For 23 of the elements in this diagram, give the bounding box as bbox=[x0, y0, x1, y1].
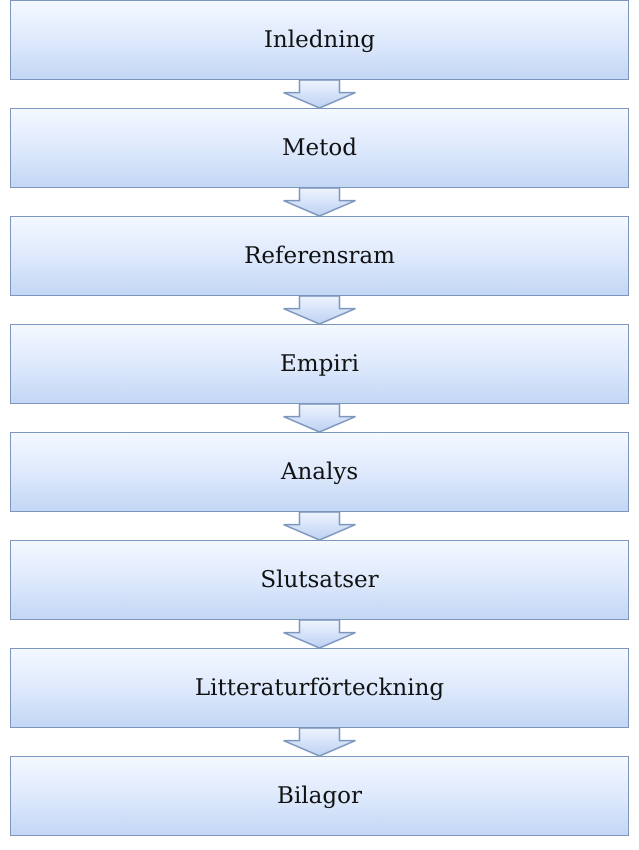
down-block-arrow bbox=[282, 187, 356, 217]
down-block-arrow bbox=[282, 511, 356, 541]
down-block-arrow bbox=[282, 79, 356, 109]
box-label: Referensram bbox=[244, 243, 395, 269]
process-box bbox=[10, 216, 629, 296]
process-box bbox=[10, 540, 629, 620]
box-label: Analys bbox=[280, 459, 358, 485]
down-block-arrow bbox=[282, 727, 356, 757]
process-box bbox=[10, 432, 629, 512]
process-box bbox=[10, 756, 629, 836]
box-label: Empiri bbox=[280, 351, 360, 377]
box-label: Slutsatser bbox=[260, 567, 379, 593]
process-box bbox=[10, 324, 629, 404]
process-box bbox=[10, 108, 629, 188]
process-box bbox=[10, 0, 629, 80]
down-block-arrow bbox=[282, 619, 356, 649]
box-label: Bilagor bbox=[277, 783, 362, 809]
box-label: Inledning bbox=[264, 27, 376, 53]
down-block-arrow bbox=[282, 403, 356, 433]
down-block-arrow bbox=[282, 295, 356, 325]
box-label: Metod bbox=[282, 135, 357, 161]
process-box bbox=[10, 648, 629, 728]
box-label: Litteraturförteckning bbox=[194, 675, 444, 701]
